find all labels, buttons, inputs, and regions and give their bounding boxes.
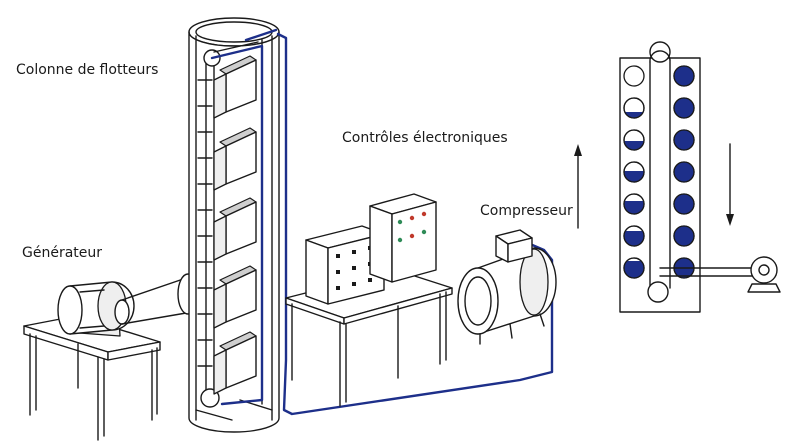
float-right [673, 161, 695, 183]
label-column: Colonne de flotteurs [16, 62, 158, 78]
float-right [673, 97, 695, 119]
air-pipe-column [210, 44, 264, 406]
indicator-light [409, 233, 415, 239]
arrow-down-icon [726, 143, 734, 226]
label-generator: Générateur [22, 245, 102, 261]
indicator-light [409, 215, 415, 221]
generator [57, 281, 135, 337]
column-float [213, 127, 257, 191]
label-controls: Contrôles électroniques [342, 130, 508, 146]
float-right [673, 65, 695, 87]
control-box-right [369, 193, 437, 283]
indicator-light [397, 219, 403, 225]
float-loop-schematic [619, 41, 781, 313]
float-left [623, 161, 645, 183]
air-pipe-top [244, 28, 278, 42]
indicator-light [421, 211, 427, 217]
column-float [213, 197, 257, 261]
float-left [623, 257, 645, 279]
column-float [213, 265, 257, 329]
compressor [457, 229, 557, 345]
top-pulley [649, 41, 671, 63]
float-right [673, 225, 695, 247]
float-left [623, 97, 645, 119]
column-float [213, 55, 257, 119]
arrow-up-icon [574, 144, 582, 229]
float-left [623, 225, 645, 247]
column-float [213, 331, 257, 395]
float-right [673, 129, 695, 151]
column-floats [213, 55, 257, 395]
float-left [623, 193, 645, 215]
left-floats [623, 65, 645, 279]
float-left [623, 129, 645, 151]
indicator-light [421, 229, 427, 235]
indicator-light [397, 237, 403, 243]
generator-table [23, 315, 161, 441]
label-compressor: Compresseur [480, 203, 573, 219]
right-floats [673, 65, 695, 279]
bottom-pulley [647, 281, 669, 303]
float-right [673, 193, 695, 215]
float-left [623, 65, 645, 87]
